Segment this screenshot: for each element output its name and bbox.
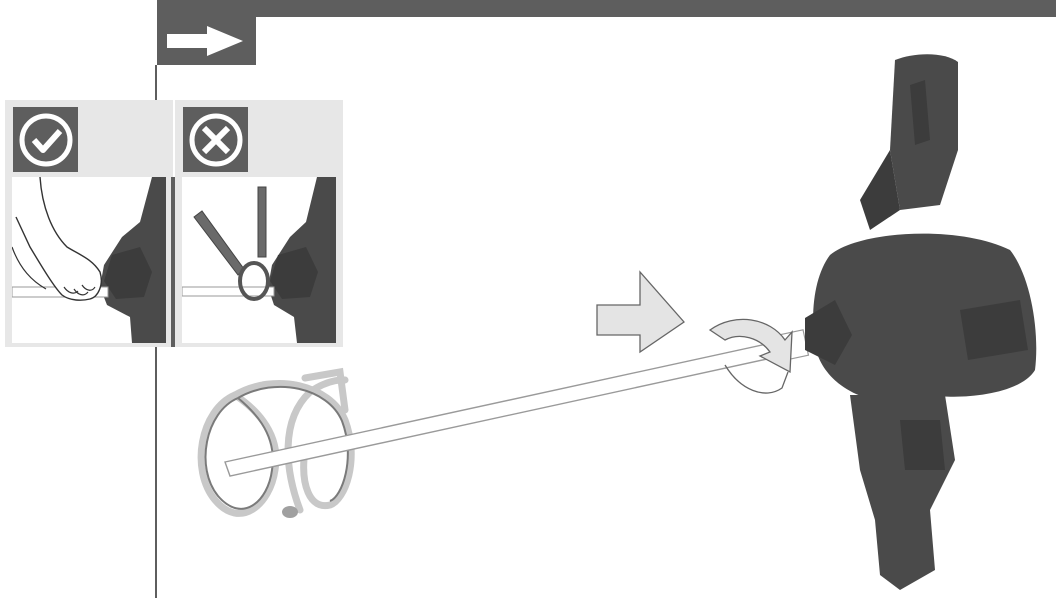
paddle-shaft <box>225 340 790 476</box>
paddle-tip <box>282 506 298 518</box>
push-arrow-icon <box>597 272 684 352</box>
drill-mixer <box>805 54 1036 590</box>
